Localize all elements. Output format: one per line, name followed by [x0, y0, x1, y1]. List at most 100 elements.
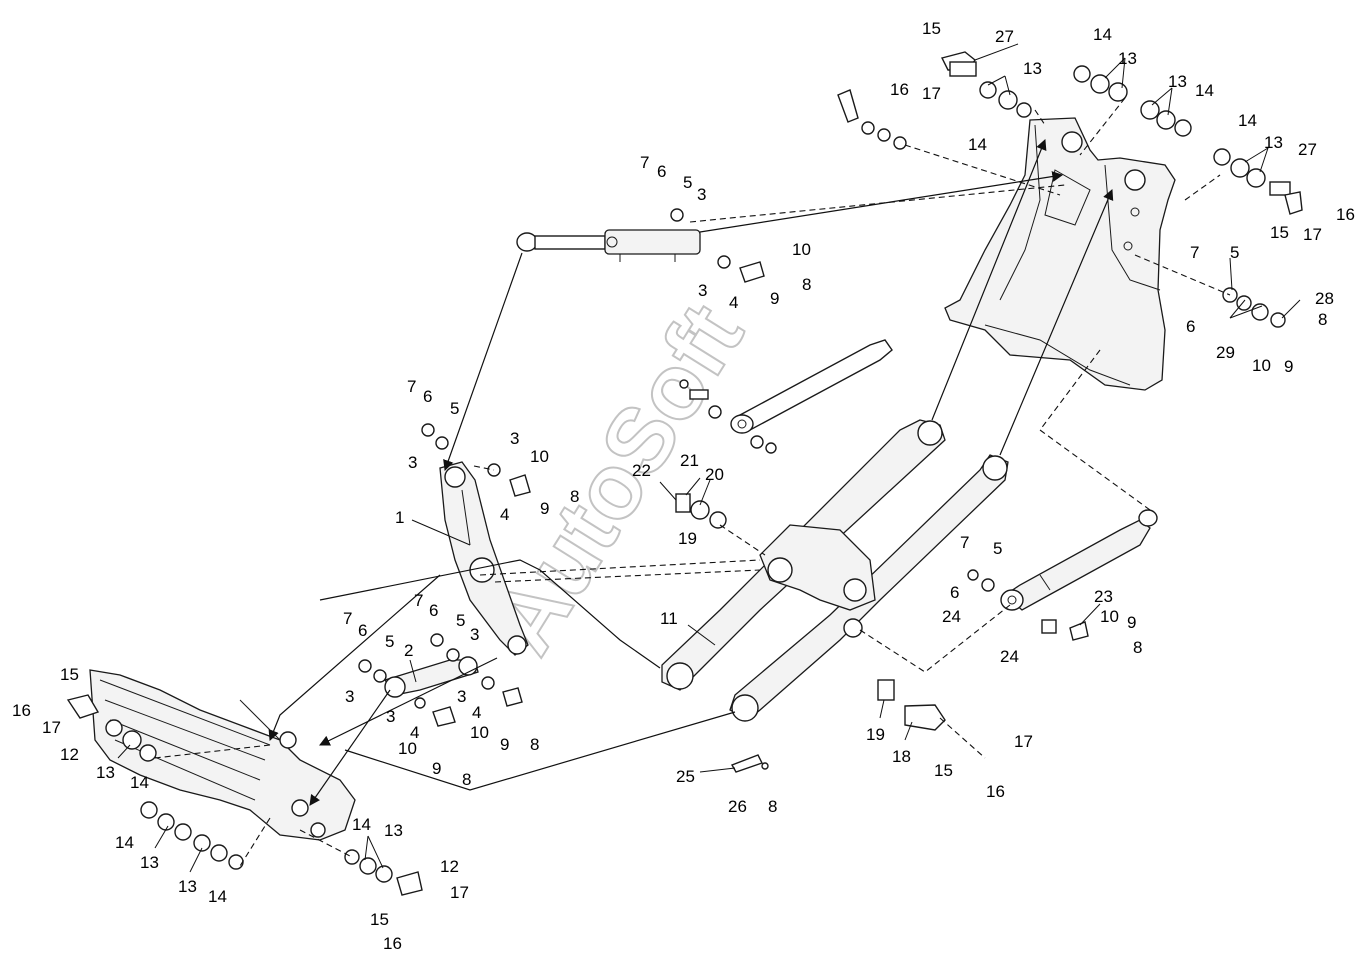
callout-14: 14 — [208, 887, 227, 906]
callout-28: 28 — [1315, 289, 1334, 308]
center-cylinder — [730, 339, 893, 434]
callout-12: 12 — [440, 857, 459, 876]
callout-16: 16 — [890, 80, 909, 99]
callout-18: 18 — [892, 747, 911, 766]
callout-8: 8 — [570, 487, 579, 506]
callout-9: 9 — [500, 735, 509, 754]
callout-8: 8 — [802, 275, 811, 294]
callout-9: 9 — [432, 759, 441, 778]
hardware-bottom-mid — [730, 679, 946, 773]
callout-13: 13 — [96, 763, 115, 782]
callout-6: 6 — [429, 601, 438, 620]
callout-8: 8 — [768, 797, 777, 816]
callout-23: 23 — [1094, 587, 1113, 606]
bucket-carrier — [89, 669, 356, 841]
callout-17: 17 — [450, 883, 469, 902]
hardware-right-24 — [967, 569, 1089, 641]
callout-13: 13 — [1118, 49, 1137, 68]
callout-9: 9 — [540, 499, 549, 518]
link-rod-2 — [383, 656, 479, 698]
callout-6: 6 — [358, 621, 367, 640]
callout-25: 25 — [676, 767, 695, 786]
callout-6: 6 — [657, 162, 666, 181]
callout-labels: 15 27 16 17 13 14 14 13 13 14 14 13 27 1… — [12, 19, 1355, 953]
connection-lines — [268, 138, 1114, 806]
callout-27: 27 — [1298, 140, 1317, 159]
callout-8: 8 — [462, 770, 471, 789]
tilt-cylinder-top — [516, 229, 701, 262]
callout-29: 29 — [1216, 343, 1235, 362]
callout-6: 6 — [950, 583, 959, 602]
hardware-bushings-19-22 — [675, 493, 727, 529]
loader-frame-tower — [944, 117, 1176, 391]
callout-20: 20 — [705, 465, 724, 484]
callout-15: 15 — [60, 665, 79, 684]
callout-14: 14 — [968, 135, 987, 154]
callout-13: 13 — [384, 821, 403, 840]
callout-8: 8 — [530, 735, 539, 754]
callout-4: 4 — [410, 723, 419, 742]
callout-15: 15 — [922, 19, 941, 38]
callout-1: 1 — [395, 508, 404, 527]
callout-5: 5 — [993, 539, 1002, 558]
callout-16: 16 — [12, 701, 31, 720]
callout-7: 7 — [960, 533, 969, 552]
callout-7: 7 — [414, 591, 423, 610]
callout-9: 9 — [770, 289, 779, 308]
callout-7: 7 — [407, 377, 416, 396]
hardware-link2 — [358, 633, 523, 727]
callout-8: 8 — [1133, 638, 1142, 657]
callout-5: 5 — [1230, 243, 1239, 262]
callout-3: 3 — [386, 707, 395, 726]
callout-8: 8 — [1318, 310, 1327, 329]
callout-24: 24 — [942, 607, 961, 626]
callout-15: 15 — [370, 910, 389, 929]
callout-14: 14 — [130, 773, 149, 792]
callout-16: 16 — [986, 782, 1005, 801]
callout-6: 6 — [1186, 317, 1195, 336]
callout-10: 10 — [530, 447, 549, 466]
callout-10: 10 — [1252, 356, 1271, 375]
callout-19: 19 — [866, 725, 885, 744]
callout-14: 14 — [352, 815, 371, 834]
callout-19: 19 — [678, 529, 697, 548]
lift-cylinder-right — [1000, 509, 1158, 611]
callout-26: 26 — [728, 797, 747, 816]
callout-17: 17 — [1014, 732, 1033, 751]
hardware-bottom-left — [66, 694, 423, 896]
callout-14: 14 — [1093, 25, 1112, 44]
callout-3: 3 — [345, 687, 354, 706]
lift-arm-assembly-11 — [661, 419, 1009, 722]
callout-13: 13 — [140, 853, 159, 872]
callout-4: 4 — [472, 703, 481, 722]
callout-16: 16 — [383, 934, 402, 953]
callout-14: 14 — [1238, 111, 1257, 130]
callout-24: 24 — [1000, 647, 1019, 666]
callout-13: 13 — [1023, 59, 1042, 78]
callout-14: 14 — [1195, 81, 1214, 100]
callout-5: 5 — [450, 399, 459, 418]
callout-17: 17 — [1303, 225, 1322, 244]
callout-9: 9 — [1284, 357, 1293, 376]
callout-17: 17 — [42, 718, 61, 737]
callout-9: 9 — [1127, 613, 1136, 632]
callout-15: 15 — [1270, 223, 1289, 242]
callout-5: 5 — [683, 173, 692, 192]
callout-10: 10 — [792, 240, 811, 259]
callout-3: 3 — [698, 281, 707, 300]
callout-3: 3 — [510, 429, 519, 448]
callout-17: 17 — [922, 84, 941, 103]
callout-5: 5 — [385, 632, 394, 651]
callout-11: 11 — [660, 609, 678, 628]
callout-16: 16 — [1336, 205, 1355, 224]
leader-lines — [117, 43, 1301, 873]
callout-21: 21 — [680, 451, 699, 470]
callout-12: 12 — [60, 745, 79, 764]
callout-3: 3 — [470, 625, 479, 644]
hardware-top-right — [837, 51, 1303, 328]
callout-13: 13 — [178, 877, 197, 896]
dashed-alignment-lines — [154, 97, 1231, 867]
callout-5: 5 — [456, 611, 465, 630]
callout-10: 10 — [470, 723, 489, 742]
